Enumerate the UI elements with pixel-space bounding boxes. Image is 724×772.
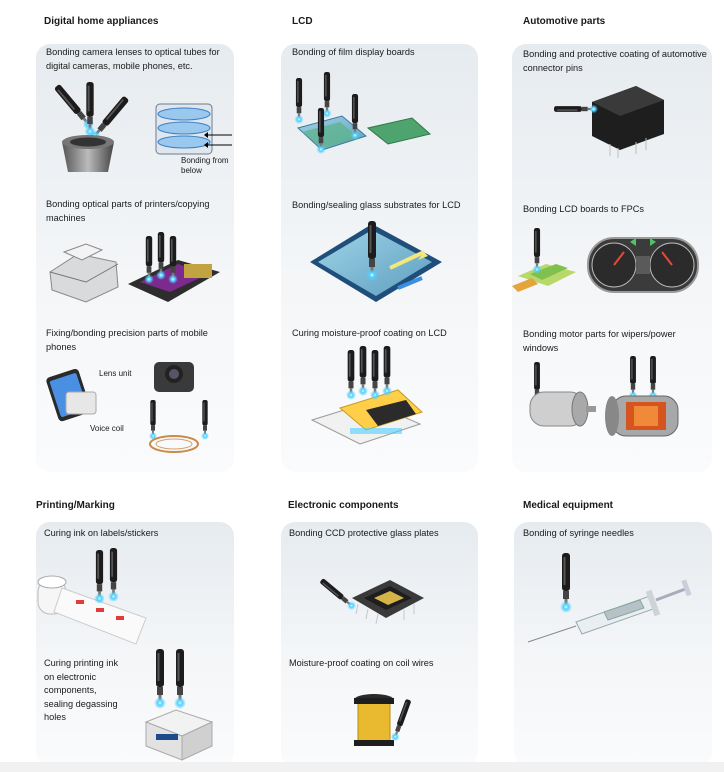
caption-printer-optics: Bonding optical parts of printers/copyin… xyxy=(46,199,210,223)
film-display-illustration xyxy=(294,72,432,154)
motor-parts-illustration xyxy=(529,356,679,437)
caption-syringe-needles: Bonding of syringe needles xyxy=(523,528,634,538)
caption-motor-parts: Bonding motor parts for wipers/power win… xyxy=(523,329,676,353)
section-title-digital-home: Digital home appliances xyxy=(44,16,159,27)
printer-optics-illustration xyxy=(49,232,220,303)
label-lens-unit: Lens unit xyxy=(99,369,132,378)
bottom-scroll-strip xyxy=(0,762,724,772)
section-title-electronic: Electronic components xyxy=(288,500,399,511)
caption-ccd-glass: Bonding CCD protective glass plates xyxy=(289,528,439,538)
coil-illustration xyxy=(354,694,413,746)
caption-printing-electronic: Curing printing ink on electronic compon… xyxy=(44,658,119,722)
ccd-illustration xyxy=(318,576,424,625)
caption-connector-pins: Bonding and protective coating of automo… xyxy=(523,49,707,73)
moisture-coating-lcd-illustration xyxy=(310,346,423,445)
lcd-fpc-illustration xyxy=(512,228,699,293)
glass-substrate-illustration xyxy=(310,221,442,302)
caption-labels-stickers: Curing ink on labels/stickers xyxy=(44,528,159,538)
caption-coil-wires: Moisture-proof coating on coil wires xyxy=(289,658,434,668)
connector-illustration xyxy=(554,86,664,158)
caption-mobile-parts: Fixing/bonding precision parts of mobile… xyxy=(46,328,208,352)
caption-camera-lenses: Bonding camera lenses to optical tubes f… xyxy=(46,47,220,71)
panel-medical xyxy=(514,522,712,766)
camera-lens-illustration xyxy=(52,82,232,172)
label-bonding-from-below: Bonding from below xyxy=(181,156,229,175)
printing-electronic-illustration xyxy=(144,649,214,761)
section-title-medical: Medical equipment xyxy=(523,500,614,511)
caption-moisture-coating-lcd: Curing moisture-proof coating on LCD xyxy=(292,328,447,338)
labels-stickers-illustration xyxy=(37,548,147,645)
caption-glass-substrates: Bonding/sealing glass substrates for LCD xyxy=(292,200,461,210)
syringe-illustration xyxy=(527,553,692,643)
label-voice-coil: Voice coil xyxy=(90,424,124,433)
section-title-lcd: LCD xyxy=(292,16,313,27)
mobile-parts-illustration xyxy=(46,362,209,453)
section-title-printing: Printing/Marking xyxy=(36,500,115,511)
caption-lcd-fpc: Bonding LCD boards to FPCs xyxy=(523,204,645,214)
section-title-automotive: Automotive parts xyxy=(523,16,606,27)
caption-film-display: Bonding of film display boards xyxy=(292,47,415,57)
